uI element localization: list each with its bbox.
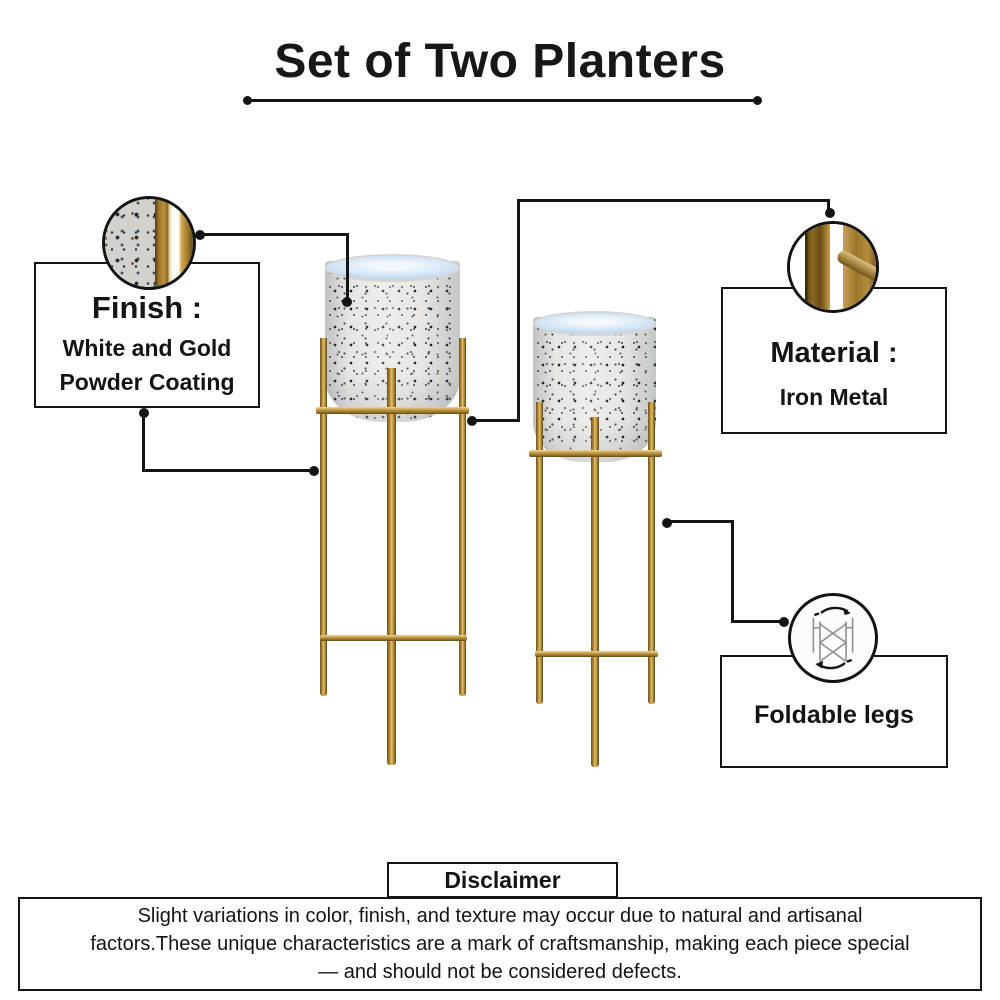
leader-line [346, 234, 349, 304]
leader-line [517, 200, 520, 422]
leader-dot [467, 416, 477, 426]
disclaimer-heading: Disclaimer [444, 866, 561, 893]
finish-heading: Finish : [91, 290, 203, 325]
leader-line [731, 620, 786, 623]
leader-dot [779, 617, 789, 627]
disclaimer-line-3: — and should not be considered defects. [318, 961, 682, 983]
finish-line-1: White and Gold [62, 335, 232, 361]
large-stand-left-leg [320, 338, 327, 696]
disclaimer-line-1: Slight variations in color, finish, and … [137, 905, 863, 927]
small-stand-upper-bar [529, 450, 662, 457]
underline-left-dot [243, 96, 252, 105]
title-underline [250, 99, 757, 102]
small-stand-lower-bar [535, 651, 658, 657]
disclaimer-text-box: Slight variations in color, finish, and … [18, 897, 982, 991]
leader-line [200, 233, 349, 236]
large-stand-center-leg [387, 368, 396, 765]
disclaimer-title-box: Disclaimer [387, 862, 618, 898]
leader-line [142, 413, 145, 472]
small-stand-center-leg [591, 417, 599, 767]
material-line-1: Iron Metal [779, 384, 889, 410]
finish-line-2: Powder Coating [59, 369, 235, 395]
gold-pipe-graphic [790, 224, 876, 310]
leader-line [142, 469, 316, 472]
large-stand-right-leg [459, 338, 466, 696]
material-heading: Material : [770, 337, 898, 369]
foldable-legs-graphic [812, 606, 854, 670]
speckle-texture-swatch [105, 199, 156, 287]
leader-dot [195, 230, 205, 240]
leader-dot [342, 297, 352, 307]
small-stand-left-leg [536, 402, 543, 704]
leader-line [472, 419, 520, 422]
gold-texture-swatch [155, 199, 193, 287]
small-planter-rim [533, 311, 656, 336]
leader-dot [662, 518, 672, 528]
leader-line [731, 520, 734, 623]
foldable-heading: Foldable legs [754, 701, 914, 729]
leader-dot [825, 208, 835, 218]
large-stand-lower-bar [320, 635, 467, 641]
foldable-legs-rotation-icon [788, 593, 878, 683]
underline-right-dot [753, 96, 762, 105]
finish-callout-box: Finish : White and Gold Powder Coating [34, 262, 260, 408]
leader-line [517, 199, 830, 202]
large-stand-upper-bar [316, 407, 469, 414]
page-title: Set of Two Planters [274, 35, 726, 88]
leader-dot [309, 466, 319, 476]
disclaimer-line-2: factors.These unique characteristics are… [90, 933, 910, 955]
leader-dot [139, 408, 149, 418]
speckled-finish-zoom-icon [102, 196, 196, 290]
small-stand-right-leg [648, 402, 655, 704]
leader-line [667, 520, 734, 523]
leader-line [827, 200, 830, 213]
gold-pipe-zoom-icon [787, 221, 879, 313]
